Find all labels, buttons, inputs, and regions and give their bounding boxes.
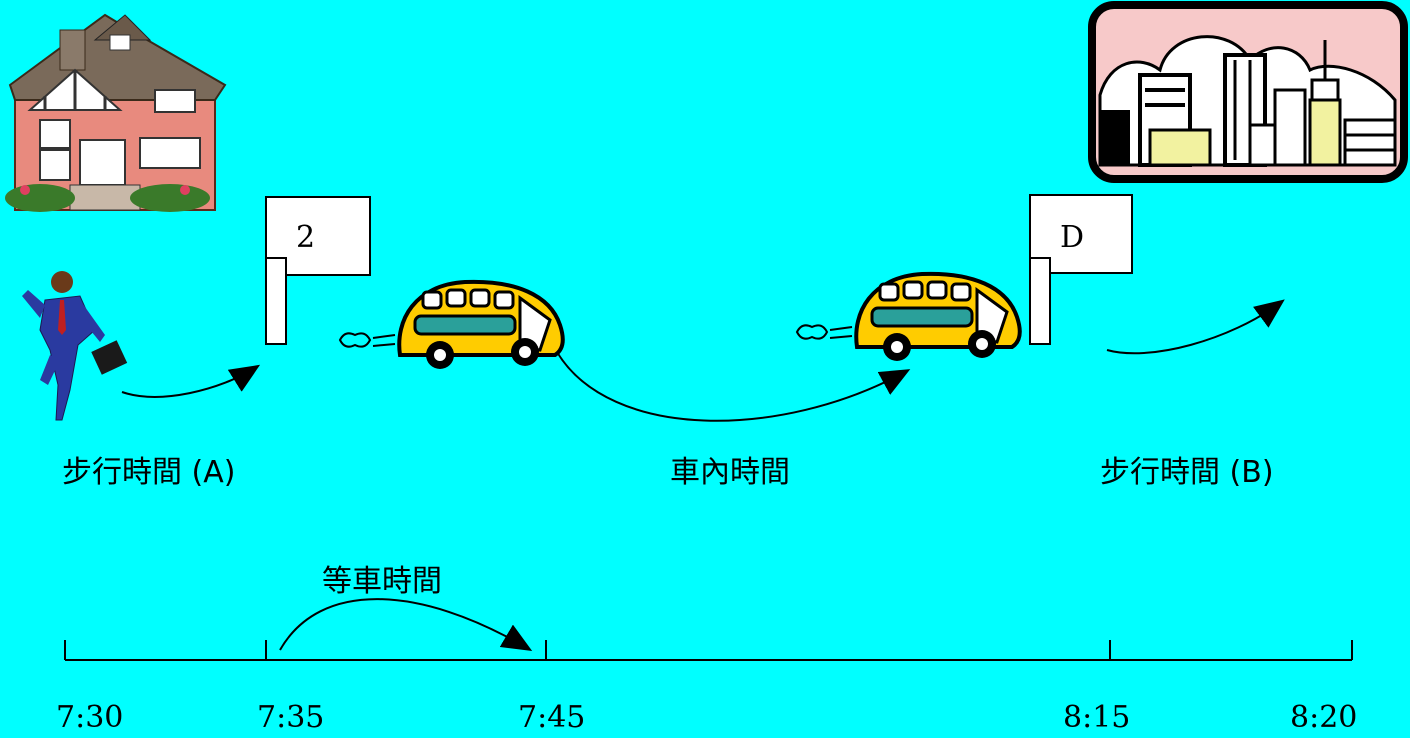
arrow-icon [556,351,911,422]
bus-stop-sign-origin: 2 [265,196,371,345]
bus-stop-sign-destination: D [1029,194,1133,345]
bus-icon [795,271,1022,361]
walk-time-a-label: 步行時間 (A) [62,455,236,490]
timeline-tick-label: 7:35 [257,700,325,735]
city-skyline-icon [1088,1,1408,183]
timeline-tick-label: 8:15 [1063,700,1131,735]
timeline-tick-label: 7:30 [56,700,124,735]
arrow-icon [1106,299,1285,355]
timeline-tick-label: 8:20 [1290,700,1358,735]
timeline [64,640,1353,661]
walking-businessman-icon [22,271,128,421]
timeline-tick-label: 7:45 [518,700,586,735]
stop-sign-origin-label: 2 [296,220,315,255]
in-vehicle-time-label: 車內時間 [670,455,790,490]
stop-sign-destination-label: D [1060,220,1084,255]
walk-time-b-label: 步行時間 (B) [1100,455,1274,490]
arrow-icon [279,598,533,652]
wait-time-label: 等車時間 [322,564,442,599]
bus-icon [338,279,565,369]
house-icon [5,13,227,212]
arrow-icon [121,364,261,398]
